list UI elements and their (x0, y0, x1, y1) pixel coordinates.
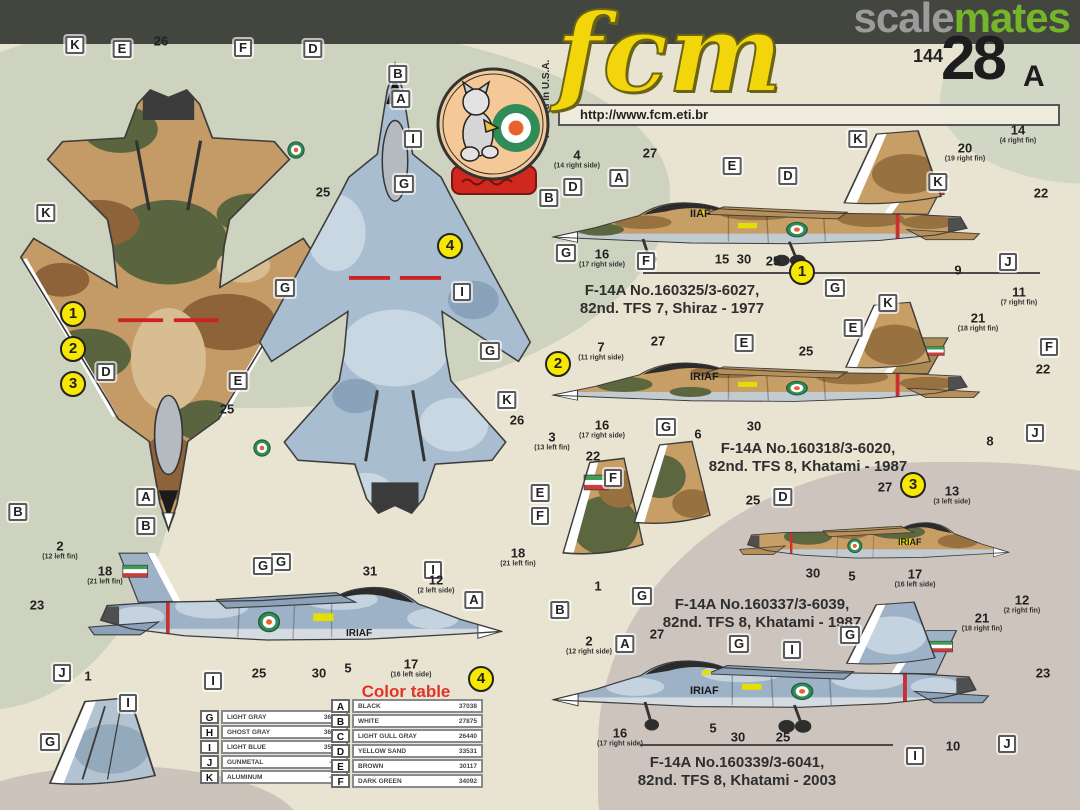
color-name: GUNMETAL (227, 758, 264, 766)
caption-scheme1-line1: F-14A No.160325/3-6027, (584, 282, 760, 299)
color-letter: C (331, 729, 350, 743)
sheet-letter: A (1023, 60, 1045, 93)
color-letter: B (331, 714, 350, 728)
caption-scheme2: F-14A No.160318/3-6020, 82nd. TFS 8, Kha… (709, 440, 907, 475)
aircraft-profile-scheme4-right (552, 629, 990, 734)
color-entry: BLACK 37038 (352, 699, 483, 713)
color-row-A: A BLACK 37038 (331, 699, 483, 713)
color-entry: LIGHT GRAY36622 (221, 710, 348, 724)
fuselage-marking-1: IIAF (690, 208, 711, 220)
color-letter: J (200, 755, 219, 769)
watermark-mates: mates (953, 0, 1071, 41)
caption-scheme4: F-14A No.160339/3-6041, 82nd. TFS 8, Kha… (638, 754, 836, 789)
watermark-scale: scale (853, 0, 954, 41)
caption-scheme3-line1: F-14A No.160337/3-6039, (674, 596, 850, 613)
badge-roundel (492, 104, 540, 152)
caption-scheme3: F-14A No.160337/3-6039, 82nd. TFS 8, Kha… (663, 596, 861, 631)
loose-fin-bottom-left (49, 696, 156, 786)
color-row-F: F DARK GREEN 34092 (331, 774, 483, 788)
color-letter: A (331, 699, 350, 713)
color-row-D: D YELLOW SAND 33531 (331, 744, 483, 758)
roundel-blue-top (253, 439, 271, 457)
roundel-camo-top (287, 141, 305, 159)
color-code: 33531 (458, 747, 477, 755)
color-row-C: C LIGHT GULL GRAY 26440 (331, 729, 483, 743)
color-name: YELLOW SAND (358, 747, 407, 755)
color-name: GHOST GRAY (227, 728, 271, 736)
caption-scheme2-line2: 82nd. TFS 8, Khatami - 1987 (708, 457, 908, 475)
loose-fin-scheme3-flag (562, 457, 644, 555)
color-code: 34092 (458, 777, 477, 785)
scalemates-watermark: scalemates (853, 0, 1071, 42)
aircraft-top-view-camo (19, 89, 318, 532)
loose-fin-scheme3-plain (633, 440, 711, 524)
caption-scheme4-line2: 82nd. TFS 8, Khatami - 2003 (637, 771, 837, 789)
color-name: LIGHT GULL GRAY (358, 732, 417, 740)
url-box: http://www.fcm.eti.br (558, 104, 1060, 126)
color-entry: LIGHT BLUE35450 (221, 740, 348, 754)
color-name: BLACK (358, 702, 381, 710)
scale-number: 144 (913, 46, 944, 66)
color-entry: BROWN 30117 (352, 759, 483, 773)
color-entry: DARK GREEN 34092 (352, 774, 483, 788)
caption-scheme4-line1: F-14A No.160339/3-6041, (649, 754, 825, 771)
color-entry: LIGHT GULL GRAY 26440 (352, 729, 483, 743)
caption-scheme3-line2: 82nd. TFS 8, Khatami - 1987 (662, 613, 862, 631)
loose-fin-scheme2 (845, 301, 931, 369)
caption-scheme1-line2: 82nd. TFS 7, Shiraz - 1977 (579, 299, 765, 317)
color-letter: F (331, 774, 350, 788)
top-bar (0, 0, 1080, 44)
color-code: 37038 (458, 702, 477, 710)
color-entry: GUNMETAL------ (221, 755, 348, 769)
color-letter: E (331, 759, 350, 773)
loose-fin-scheme4 (846, 601, 936, 665)
color-name: WHITE (358, 717, 379, 725)
color-name: BROWN (358, 762, 384, 770)
color-letter: D (331, 744, 350, 758)
color-entry: ALUMINUM------ (221, 770, 348, 784)
color-name: DARK GREEN (358, 777, 402, 785)
caption-scheme1: F-14A No.160325/3-6027, 82nd. TFS 7, Shi… (580, 282, 764, 317)
fuselage-marking-3: IRIAF (898, 537, 922, 547)
fuselage-marking-4-left: IRIAF (346, 628, 372, 639)
color-letter: H (200, 725, 219, 739)
caption-scheme2-line1: F-14A No.160318/3-6020, (720, 440, 896, 457)
color-entry: YELLOW SAND 33531 (352, 744, 483, 758)
color-entry: GHOST GRAY36375 (221, 725, 348, 739)
fcm-logo: fcm (555, 0, 783, 117)
color-table-title: Color table (361, 682, 451, 701)
color-code: 30117 (459, 762, 477, 770)
color-name: LIGHT BLUE (227, 743, 266, 751)
squadron-badge (436, 67, 550, 195)
fuselage-marking-2: IRIAF (690, 371, 719, 383)
aircraft-profile-scheme3 (739, 522, 1010, 559)
color-letter: K (200, 770, 219, 784)
aircraft-profile-scheme2 (552, 337, 980, 403)
color-entry: WHITE 27875 (352, 714, 483, 728)
badge-tomcat (460, 80, 500, 162)
color-row-B: B WHITE 27875 (331, 714, 483, 728)
color-name: ALUMINUM (227, 773, 263, 781)
aircraft-profile-scheme4-left (88, 552, 503, 641)
color-letter: G (200, 710, 219, 724)
color-code: 26440 (458, 732, 477, 740)
color-row-E: E BROWN 30117 (331, 759, 483, 773)
color-code: 27875 (458, 717, 477, 725)
fuselage-marking-4: IRIAF (690, 685, 719, 697)
loose-fin-scheme1 (843, 129, 942, 205)
color-name: LIGHT GRAY (227, 713, 267, 721)
sheet-number: 28 (941, 24, 1007, 93)
color-letter: I (200, 740, 219, 754)
